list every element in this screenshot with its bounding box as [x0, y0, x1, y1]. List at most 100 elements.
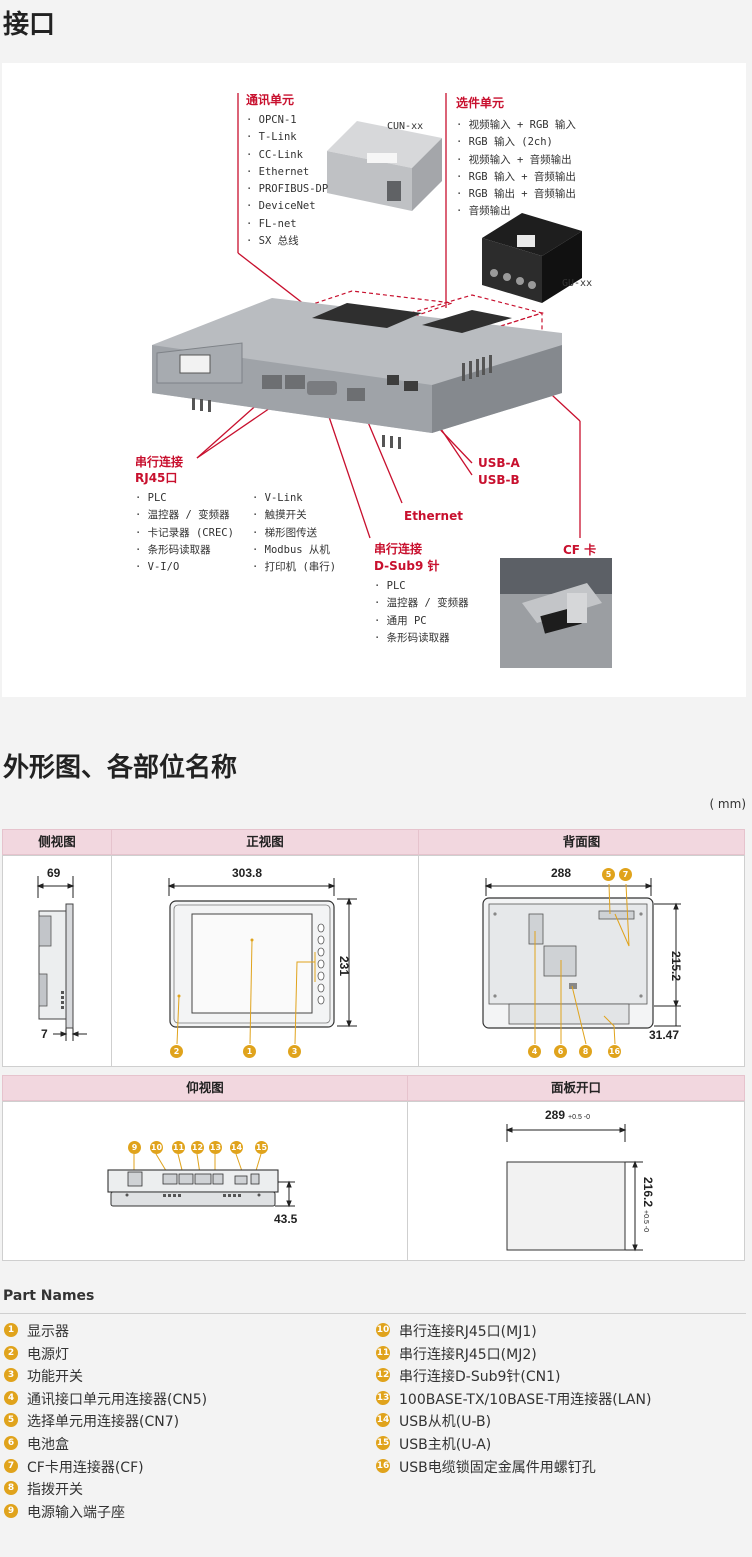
callout-badge: 14	[230, 1141, 243, 1154]
number-badge: 15	[376, 1436, 390, 1450]
back-view-drawing	[482, 878, 681, 1045]
list-item: CC-Link	[246, 147, 328, 164]
cutout-width-tolerance: +0.5 -0	[568, 1114, 591, 1121]
divider	[0, 1313, 746, 1314]
part-name: 串行连接RJ45口(MJ2)	[399, 1347, 537, 1363]
number-badge: 8	[4, 1481, 18, 1495]
bottom-dim-height: 43.5	[274, 1212, 298, 1226]
bottom-view-cell: 9 10 11 12 13 14 15 43.5	[2, 1101, 408, 1261]
number-badge: 3	[4, 1368, 18, 1382]
bottom-view-drawing	[107, 1153, 295, 1208]
list-item: 通用 PC	[374, 613, 469, 630]
callout-badge: 2	[170, 1045, 183, 1058]
option-unit-title: 选件单元	[456, 96, 505, 110]
list-item: 15 USB主机(U-A)	[376, 1435, 491, 1455]
list-item: RGB 输出 + 音频输出	[456, 186, 576, 203]
part-name: 通讯接口单元用连接器(CN5)	[27, 1392, 208, 1408]
callout-badge: 9	[128, 1141, 141, 1154]
number-badge: 9	[4, 1504, 18, 1518]
number-badge: 16	[376, 1459, 390, 1473]
cutout-drawing	[505, 1124, 643, 1252]
callout-badge: 3	[288, 1045, 301, 1058]
side-dim-depth: 69	[47, 866, 61, 880]
list-item: Ethernet	[246, 164, 328, 181]
comm-unit-list: OPCN-1 T-Link CC-Link Ethernet PROFIBUS-…	[246, 112, 329, 250]
number-badge: 12	[376, 1368, 390, 1382]
usb-b-label: USB-B	[478, 473, 520, 487]
list-item: PLC	[374, 578, 469, 595]
cutout-dim-height: 216.2 +0.5 -0	[641, 1177, 655, 1232]
unit-label: ( mm)	[709, 797, 746, 811]
list-item: 视频输入 + 音频输出	[456, 152, 576, 169]
list-item: V-I/O	[135, 559, 234, 576]
list-item: V-Link	[252, 490, 336, 507]
part-name: 串行连接D-Sub9针(CN1)	[399, 1369, 561, 1385]
number-badge: 1	[4, 1323, 18, 1337]
list-item: 触摸开关	[252, 507, 336, 524]
side-dim-bezel: 7	[41, 1027, 48, 1041]
front-view-cell: 303.8 231 2 1 3	[111, 855, 419, 1067]
cutout-height-tolerance: +0.5 -0	[642, 1210, 649, 1233]
comm-unit-title: 通讯单元	[246, 93, 295, 107]
list-item: 3 功能开关	[4, 1367, 83, 1387]
number-badge: 11	[376, 1346, 390, 1360]
serial-dsub-list: PLC 温控器 / 变频器 通用 PC 条形码读取器	[374, 578, 469, 647]
list-item: PROFIBUS-DP	[246, 181, 329, 198]
callout-badge: 6	[554, 1045, 567, 1058]
callout-badge: 11	[172, 1141, 185, 1154]
list-item: 5 选择单元用连接器(CN7)	[4, 1412, 179, 1432]
number-badge: 10	[376, 1323, 390, 1337]
section-title-interface: 接口	[3, 10, 56, 40]
number-badge: 7	[4, 1459, 18, 1473]
list-item: 音频输出	[456, 203, 576, 220]
part-name: 指拨开关	[27, 1482, 83, 1498]
back-dim-depth: 31.47	[649, 1028, 680, 1042]
number-badge: 5	[4, 1413, 18, 1427]
list-item: 12 串行连接D-Sub9针(CN1)	[376, 1367, 560, 1387]
cutout-width-value: 289	[545, 1108, 566, 1122]
list-item: 2 电源灯	[4, 1345, 69, 1365]
callout-badge: 12	[191, 1141, 204, 1154]
side-view-header: 侧视图	[2, 829, 112, 855]
side-view-drawing	[36, 876, 87, 1041]
list-item: RGB 输入 (2ch)	[456, 134, 576, 151]
number-badge: 2	[4, 1346, 18, 1360]
list-item: 16 USB电缆锁固定金属件用螺钉孔	[376, 1458, 596, 1478]
back-dim-height: 215.2	[669, 951, 683, 982]
ethernet-label: Ethernet	[404, 509, 463, 523]
back-view-header: 背面图	[418, 829, 745, 855]
usb-a-label: USB-A	[478, 456, 520, 470]
list-item: OPCN-1	[246, 112, 328, 129]
list-item: DeviceNet	[246, 198, 328, 215]
front-view-drawing	[167, 878, 357, 1045]
back-view-cell: 288 215.2 31.47 5 7 4 6 8 16	[418, 855, 745, 1067]
part-name: 选择单元用连接器(CN7)	[27, 1414, 180, 1430]
part-name: 串行连接RJ45口(MJ1)	[399, 1324, 537, 1340]
list-item: 8 指拨开关	[4, 1480, 83, 1500]
side-view-cell: 69 7	[2, 855, 112, 1067]
list-item: 条形码读取器	[135, 542, 234, 559]
serial-rj45-subtitle: RJ45口	[135, 471, 178, 485]
part-name: USB从机(U-B)	[399, 1414, 492, 1430]
list-item: 温控器 / 变频器	[135, 507, 234, 524]
interface-diagram: 通讯单元 OPCN-1 T-Link CC-Link Ethernet PROF…	[2, 63, 746, 697]
cutout-height-value: 216.2	[641, 1177, 655, 1208]
section-title-outline: 外形图、各部位名称	[3, 753, 238, 783]
list-item: 梯形图传送	[252, 525, 336, 542]
cutout-cell: 289+0.5 -0 216.2+0.5 -0	[407, 1101, 745, 1261]
part-name: USB电缆锁固定金属件用螺钉孔	[399, 1460, 596, 1476]
callout-badge: 15	[255, 1141, 268, 1154]
part-name: 电源灯	[27, 1347, 69, 1363]
list-item: T-Link	[246, 129, 328, 146]
cutout-header: 面板开口	[407, 1075, 745, 1101]
callout-badge: 4	[528, 1045, 541, 1058]
part-name: 功能开关	[27, 1369, 83, 1385]
part-name: USB主机(U-A)	[399, 1437, 492, 1453]
cf-card-label: CF 卡	[563, 543, 597, 557]
